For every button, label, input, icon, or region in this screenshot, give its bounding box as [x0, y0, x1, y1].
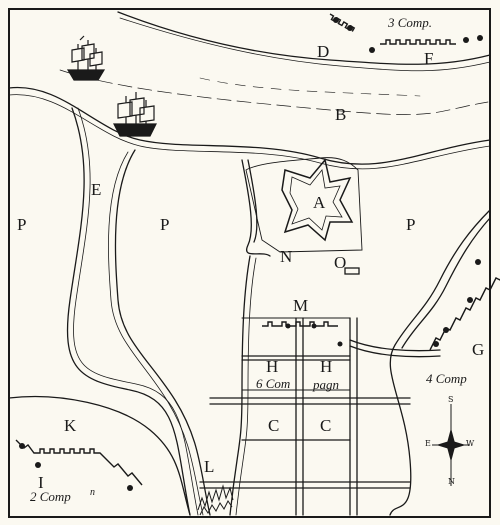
channel-left-bank [66, 107, 191, 516]
river-south-bank [8, 86, 491, 165]
ship-upper [66, 35, 106, 81]
fort-enclosure [245, 157, 363, 253]
compass-south: S [448, 395, 454, 404]
label-f: F [424, 49, 434, 68]
batteries [19, 17, 483, 491]
shore-line [229, 255, 251, 516]
label-h-left: H [266, 357, 279, 376]
label-e: E [91, 180, 102, 199]
label-p-middle: P [160, 215, 170, 234]
label-i: I [38, 473, 44, 492]
label-h-right: H [320, 357, 333, 376]
label-2-comp-suffix: n [90, 487, 95, 498]
label-4-comp: 4 Comp [426, 371, 467, 386]
south-west-coast [8, 395, 191, 516]
channel-right-bank [114, 149, 211, 516]
label-c-right: C [320, 416, 332, 435]
river-north-bank [117, 11, 491, 65]
compass-rose [432, 404, 470, 486]
label-6-com: 6 Com [256, 376, 291, 391]
label-2-comp: 2 Comp [30, 489, 71, 504]
label-k: K [64, 416, 77, 435]
creek [241, 159, 271, 257]
palisade-walls [15, 13, 500, 486]
label-o: O [334, 253, 347, 272]
label-l: L [204, 457, 215, 476]
ship-lower [113, 92, 157, 137]
compass-north: N [448, 477, 455, 486]
label-p-east: P [406, 215, 416, 234]
label-b: B [335, 105, 347, 124]
compass-east: E [425, 439, 431, 448]
east-shore [389, 209, 491, 516]
label-a: A [313, 193, 326, 212]
label-g: G [472, 340, 485, 359]
label-d: D [317, 42, 330, 61]
map-border [8, 8, 491, 518]
label-3-comp: 3 Comp. [388, 15, 433, 30]
label-n: N [280, 247, 293, 266]
label-pagn: pagn [313, 377, 339, 392]
label-c-left: C [268, 416, 280, 435]
fort-star [281, 158, 354, 242]
fire-area [197, 484, 234, 516]
label-m: M [293, 296, 309, 315]
ships [66, 35, 157, 137]
label-p-west: P [17, 215, 27, 234]
compass-west: W [466, 439, 475, 448]
